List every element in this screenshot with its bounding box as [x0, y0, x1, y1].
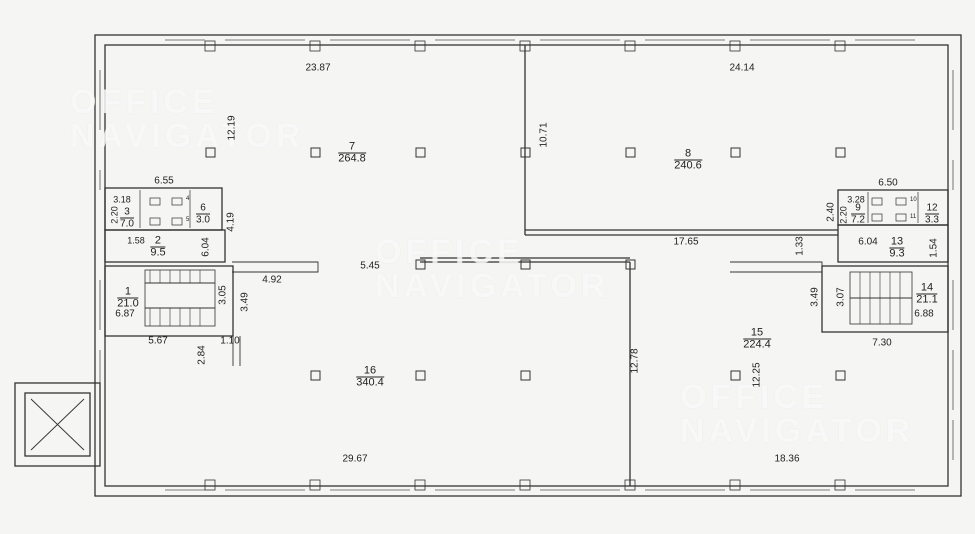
watermark-line1: OFFICE — [680, 378, 829, 416]
toilet-number: 5 — [186, 217, 190, 223]
dimension-label: 3.49 — [809, 287, 821, 307]
room-area: 240.6 — [674, 159, 702, 172]
dimension-label: 4.92 — [262, 274, 282, 286]
room-area: 224.4 — [743, 338, 771, 351]
dimension-label: 1.58 — [127, 235, 145, 246]
dimension-label: 2.40 — [825, 202, 837, 222]
room-area: 9.5 — [150, 246, 166, 259]
dimension-label: 4.19 — [225, 212, 237, 232]
dimension-label: 18.36 — [774, 453, 800, 465]
toilet-number: 10 — [910, 197, 917, 203]
room-area: 7.0 — [120, 218, 134, 230]
watermark-line1: OFFICE — [375, 233, 524, 271]
dimension-label: 2.84 — [196, 345, 208, 365]
dimension-label: 17.65 — [673, 236, 699, 248]
dimension-label: 6.55 — [154, 175, 174, 187]
room-number: 15 — [743, 327, 771, 340]
toilet-number: 11 — [910, 214, 917, 220]
room-number: 14 — [916, 282, 938, 295]
room-area: 340.4 — [356, 376, 384, 389]
dimension-label: 10.71 — [538, 122, 550, 148]
dimension-label: 6.88 — [914, 308, 934, 320]
dimension-label: 7.30 — [872, 337, 892, 349]
room-number: 3 — [120, 207, 134, 219]
watermark-line2: NAVIGATOR — [680, 412, 915, 450]
dimension-label: 3.49 — [239, 292, 251, 312]
room-area: 264.8 — [338, 152, 366, 165]
room-number: 2 — [150, 235, 166, 248]
dimension-label: 6.87 — [115, 308, 135, 320]
room-number: 12 — [925, 202, 939, 215]
columns — [204, 40, 846, 491]
dimension-label: 12.25 — [751, 362, 763, 388]
dimension-label: 6.50 — [878, 177, 898, 189]
partition-7-8 — [524, 45, 838, 236]
dimension-label: 3.05 — [217, 285, 229, 305]
room-number: 13 — [889, 235, 905, 249]
dimension-label: 23.87 — [305, 62, 331, 74]
room-area: 21.1 — [916, 293, 938, 306]
room-number: 9 — [851, 203, 865, 215]
room-area: 21.0 — [117, 297, 139, 310]
watermark-line2: NAVIGATOR — [70, 117, 305, 155]
outer-wall — [94, 34, 962, 497]
dimension-label: 3.28 — [847, 194, 865, 205]
dimension-label: 6.04 — [858, 236, 878, 248]
room-area: 3.3 — [925, 214, 939, 226]
watermark-line2: NAVIGATOR — [375, 267, 610, 305]
room-area: 3.0 — [196, 214, 210, 226]
dimension-label: 24.14 — [729, 62, 755, 74]
watermark-line1: OFFICE — [70, 83, 219, 121]
room-number: 16 — [356, 365, 384, 378]
room-number: 6 — [196, 203, 210, 215]
room-number: 1 — [117, 286, 139, 299]
dimension-label: 5.67 — [148, 335, 168, 347]
toilet-number: 4 — [186, 196, 190, 202]
dimension-label: 1.10 — [220, 335, 240, 347]
dimension-label: 2.20 — [109, 206, 120, 224]
room-number: 8 — [674, 148, 702, 161]
dimension-label: 1.33 — [794, 236, 806, 256]
room-area: 9.3 — [889, 247, 905, 260]
dimension-label: 12.78 — [629, 348, 641, 374]
dimension-label: 6.04 — [200, 237, 212, 257]
dimension-label: 3.18 — [113, 194, 131, 205]
dimension-label: 1.54 — [928, 238, 940, 258]
dimension-label: 29.67 — [342, 453, 368, 465]
dimension-label: 12.19 — [226, 115, 238, 141]
room-area: 7.2 — [851, 214, 865, 226]
dimension-label: 5.45 — [360, 260, 380, 272]
room-number: 7 — [338, 141, 366, 154]
dimension-label: 3.07 — [835, 287, 847, 307]
dimension-label: 2.20 — [838, 206, 849, 224]
